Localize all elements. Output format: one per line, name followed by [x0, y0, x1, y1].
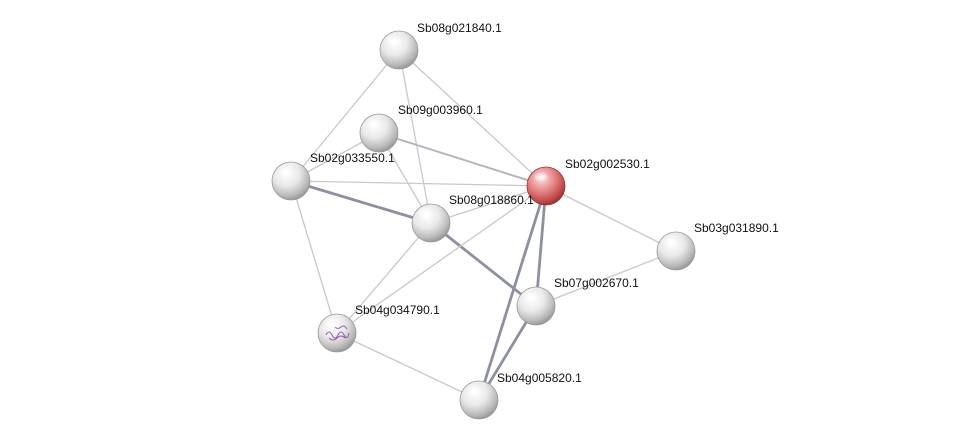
node-Sb07g002670.1[interactable]: Sb07g002670.1: [516, 276, 639, 326]
node-highlight: [663, 237, 679, 247]
node-sphere[interactable]: [656, 231, 696, 271]
edge-layer: [290, 49, 677, 401]
node-Sb09g003960.1[interactable]: Sb09g003960.1: [359, 103, 483, 153]
edge-Sb02g002530.1-Sb04g005820.1: [477, 185, 548, 401]
node-label: Sb08g021840.1: [417, 21, 502, 35]
node-highlight: [418, 209, 434, 219]
edge-Sb08g018860.1-Sb02g002530.1: [430, 185, 547, 224]
node-highlight: [523, 292, 539, 302]
edge-Sb08g018860.1-Sb07g002670.1: [430, 221, 537, 308]
node-label: Sb04g034790.1: [355, 303, 440, 317]
node-label: Sb08g018860.1: [449, 193, 534, 207]
node-Sb08g021840.1[interactable]: Sb08g021840.1: [379, 21, 502, 70]
edge-Sb04g034790.1-Sb04g005820.1: [336, 332, 480, 401]
edge-Sb02g033550.1-Sb08g018860.1: [290, 179, 432, 225]
edge-Sb02g033550.1-Sb04g034790.1: [290, 180, 338, 334]
node-label: Sb03g031890.1: [694, 221, 779, 235]
node-highlight: [386, 36, 402, 46]
node-highlight: [466, 386, 482, 396]
edge-Sb02g002530.1-Sb03g031890.1: [545, 185, 677, 252]
node-label: Sb09g003960.1: [398, 103, 483, 117]
node-sphere[interactable]: [411, 203, 451, 243]
edge-Sb02g002530.1-Sb04g034790.1: [336, 185, 547, 334]
edge-Sb03g031890.1-Sb07g002670.1: [535, 250, 677, 307]
node-Sb03g031890.1[interactable]: Sb03g031890.1: [656, 221, 779, 271]
node-highlight: [366, 119, 382, 129]
node-sphere[interactable]: [359, 113, 399, 153]
node-Sb08g018860.1[interactable]: Sb08g018860.1: [411, 193, 534, 243]
node-sphere[interactable]: [317, 313, 357, 353]
node-Sb04g034790.1[interactable]: Sb04g034790.1: [317, 303, 440, 353]
node-highlight: [324, 319, 340, 329]
node-Sb04g005820.1[interactable]: Sb04g005820.1: [459, 371, 582, 420]
node-label: Sb02g033550.1: [310, 151, 395, 165]
edge-Sb08g018860.1-Sb04g034790.1: [336, 222, 432, 334]
edge-Sb08g021840.1-Sb08g018860.1: [398, 49, 432, 224]
edge-Sb08g021840.1-Sb02g033550.1: [290, 49, 400, 182]
node-label: Sb07g002670.1: [554, 276, 639, 290]
node-highlight: [278, 167, 294, 177]
node-Sb02g033550.1[interactable]: Sb02g033550.1: [271, 151, 395, 201]
node-sphere[interactable]: [271, 161, 311, 201]
edge-Sb08g021840.1-Sb02g002530.1: [398, 49, 547, 187]
node-sphere[interactable]: [379, 30, 419, 70]
node-label: Sb02g002530.1: [565, 157, 650, 171]
node-Sb02g002530.1[interactable]: Sb02g002530.1: [526, 157, 650, 206]
edge-Sb02g002530.1-Sb07g002670.1: [534, 185, 548, 307]
edge-Sb02g033550.1-Sb02g002530.1: [290, 180, 547, 187]
node-sphere[interactable]: [516, 286, 556, 326]
node-highlight: [533, 172, 549, 182]
node-sphere[interactable]: [459, 380, 499, 420]
node-label: Sb04g005820.1: [497, 371, 582, 385]
edge-Sb09g003960.1-Sb02g002530.1: [378, 132, 547, 187]
protein-structure-icon: [325, 325, 350, 341]
